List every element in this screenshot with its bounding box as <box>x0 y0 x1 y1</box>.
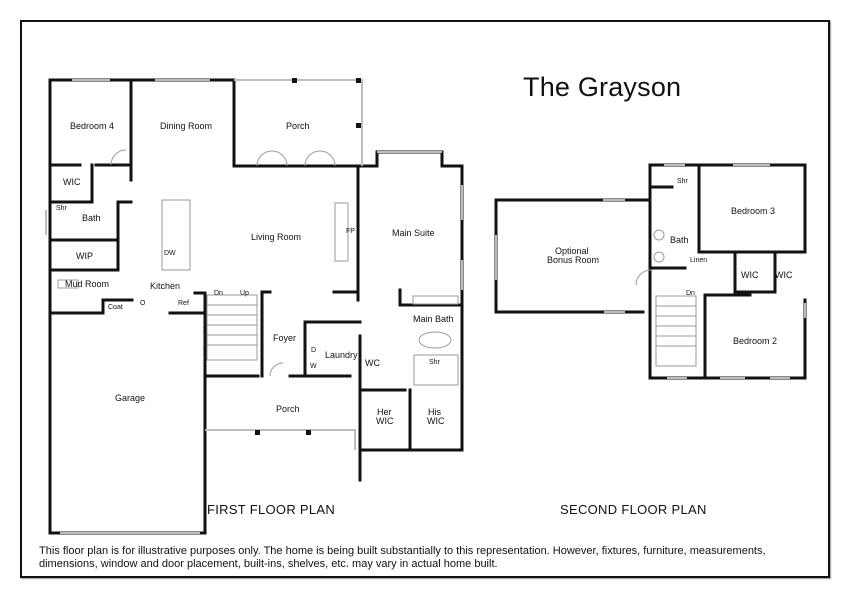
porch-posts <box>255 78 361 435</box>
plan-title: The Grayson <box>523 72 682 102</box>
room-upper-bath: Bath <box>670 235 689 245</box>
room-main-suite: Main Suite <box>392 228 435 238</box>
room-her-wic-line2: WIC <box>376 416 394 426</box>
upper-shower: Shr <box>677 178 688 185</box>
linen-closet: Linen <box>690 257 708 264</box>
room-dining: Dining Room <box>160 121 213 131</box>
room-porch-front: Porch <box>276 404 300 414</box>
room-bedroom-3: Bedroom 3 <box>731 206 776 216</box>
disclaimer-line-2: dimensions, window and door placement, b… <box>39 558 498 570</box>
window-lines <box>45 79 463 534</box>
room-his-wic-line1: His <box>428 407 441 417</box>
dishwasher: DW <box>164 250 176 257</box>
first-floor-caption: FIRST FLOOR PLAN <box>207 502 336 517</box>
stairs-up: Up <box>240 290 249 297</box>
disclaimer-line-1: This floor plan is for illustrative purp… <box>39 545 766 557</box>
coat-closet: Coat <box>108 304 123 311</box>
washer: W <box>310 363 317 370</box>
room-wic-a: WIC <box>741 270 759 280</box>
room-bedroom-4: Bedroom 4 <box>70 121 115 131</box>
room-her-wic-line1: Her <box>377 407 392 417</box>
room-his-wic-line2: WIC <box>427 416 445 426</box>
second-floor-caption: SECOND FLOOR PLAN <box>560 502 707 517</box>
second-floor-fixtures <box>635 229 697 367</box>
room-kitchen: Kitchen <box>150 281 181 291</box>
room-wc: WC <box>365 358 380 368</box>
room-garage: Garage <box>115 393 146 403</box>
drawing-frame <box>20 20 830 578</box>
upper-stairs-down: Dn <box>686 290 695 297</box>
fixtures <box>57 149 459 386</box>
room-bath: Bath <box>82 213 101 223</box>
room-bonus-line1: Optional <box>555 246 589 256</box>
room-mud-room: Mud Room <box>65 279 110 289</box>
second-floor-windows <box>495 164 806 379</box>
room-wic: WIC <box>63 177 81 187</box>
room-foyer: Foyer <box>273 333 297 343</box>
oven: O <box>140 300 146 307</box>
refrigerator: Ref <box>178 300 189 307</box>
disclaimer: This floor plan is for illustrative purp… <box>39 545 819 571</box>
main-shower: Shr <box>429 359 440 366</box>
dryer: D <box>311 347 317 354</box>
room-bonus-line2: Bonus Room <box>547 255 600 265</box>
fireplace: FP <box>346 228 355 235</box>
room-porch-rear: Porch <box>286 121 310 131</box>
room-wip: WIP <box>76 251 93 261</box>
room-bedroom-2: Bedroom 2 <box>733 336 778 346</box>
room-shr: Shr <box>56 205 67 212</box>
room-laundry: Laundry <box>325 350 358 360</box>
room-main-bath: Main Bath <box>413 314 454 324</box>
room-living: Living Room <box>251 232 302 242</box>
room-wic-b: WIC <box>775 270 793 280</box>
stairs-down: Dn <box>214 290 223 297</box>
first-floor-walls <box>48 78 464 535</box>
